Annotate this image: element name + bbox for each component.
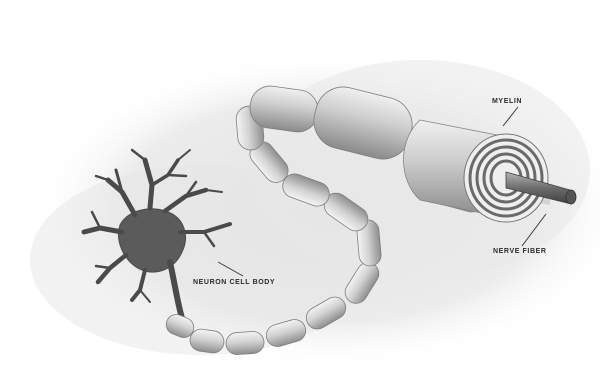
nerve-fiber-label: NERVE FIBER <box>493 248 547 255</box>
myelin-label: MYELIN <box>492 98 522 105</box>
neuron-cell-body-label: NEURON CELL BODY <box>193 279 275 286</box>
